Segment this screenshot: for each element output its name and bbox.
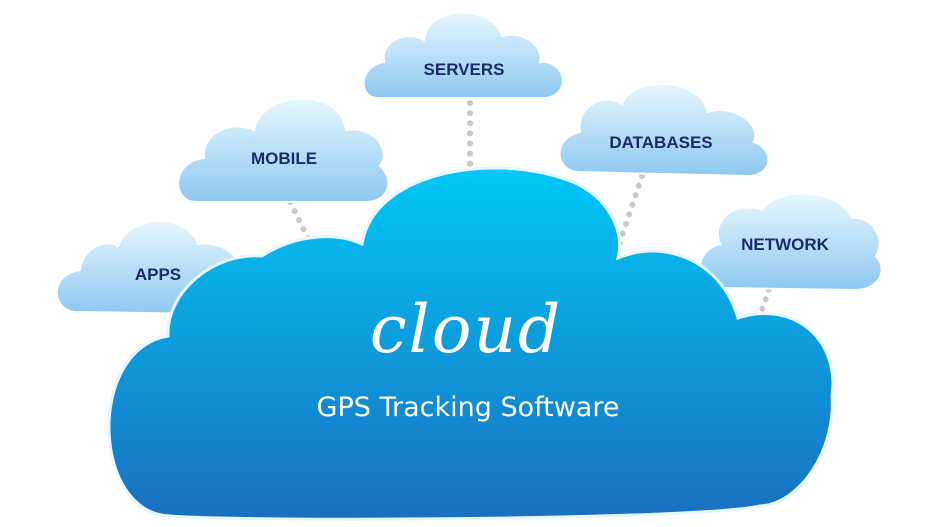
main-cloud-script-word: cloud bbox=[370, 291, 563, 368]
node-label-databases: DATABASES bbox=[609, 133, 712, 152]
main-cloud: cloud GPS Tracking Software bbox=[107, 166, 835, 521]
cloud-databases: DATABASES bbox=[558, 83, 770, 178]
node-label-servers: SERVERS bbox=[424, 60, 505, 79]
node-label-network: NETWORK bbox=[741, 235, 830, 254]
node-label-mobile: MOBILE bbox=[251, 149, 317, 168]
cloud-network: NETWORK bbox=[698, 192, 883, 292]
main-cloud-subtitle: GPS Tracking Software bbox=[317, 392, 620, 423]
connector-databases bbox=[615, 173, 645, 251]
cloud-mobile: MOBILE bbox=[177, 97, 390, 203]
connector-mobile bbox=[287, 199, 313, 245]
node-label-apps: APPS bbox=[135, 265, 181, 284]
cloud-servers: SERVERS bbox=[362, 11, 564, 99]
